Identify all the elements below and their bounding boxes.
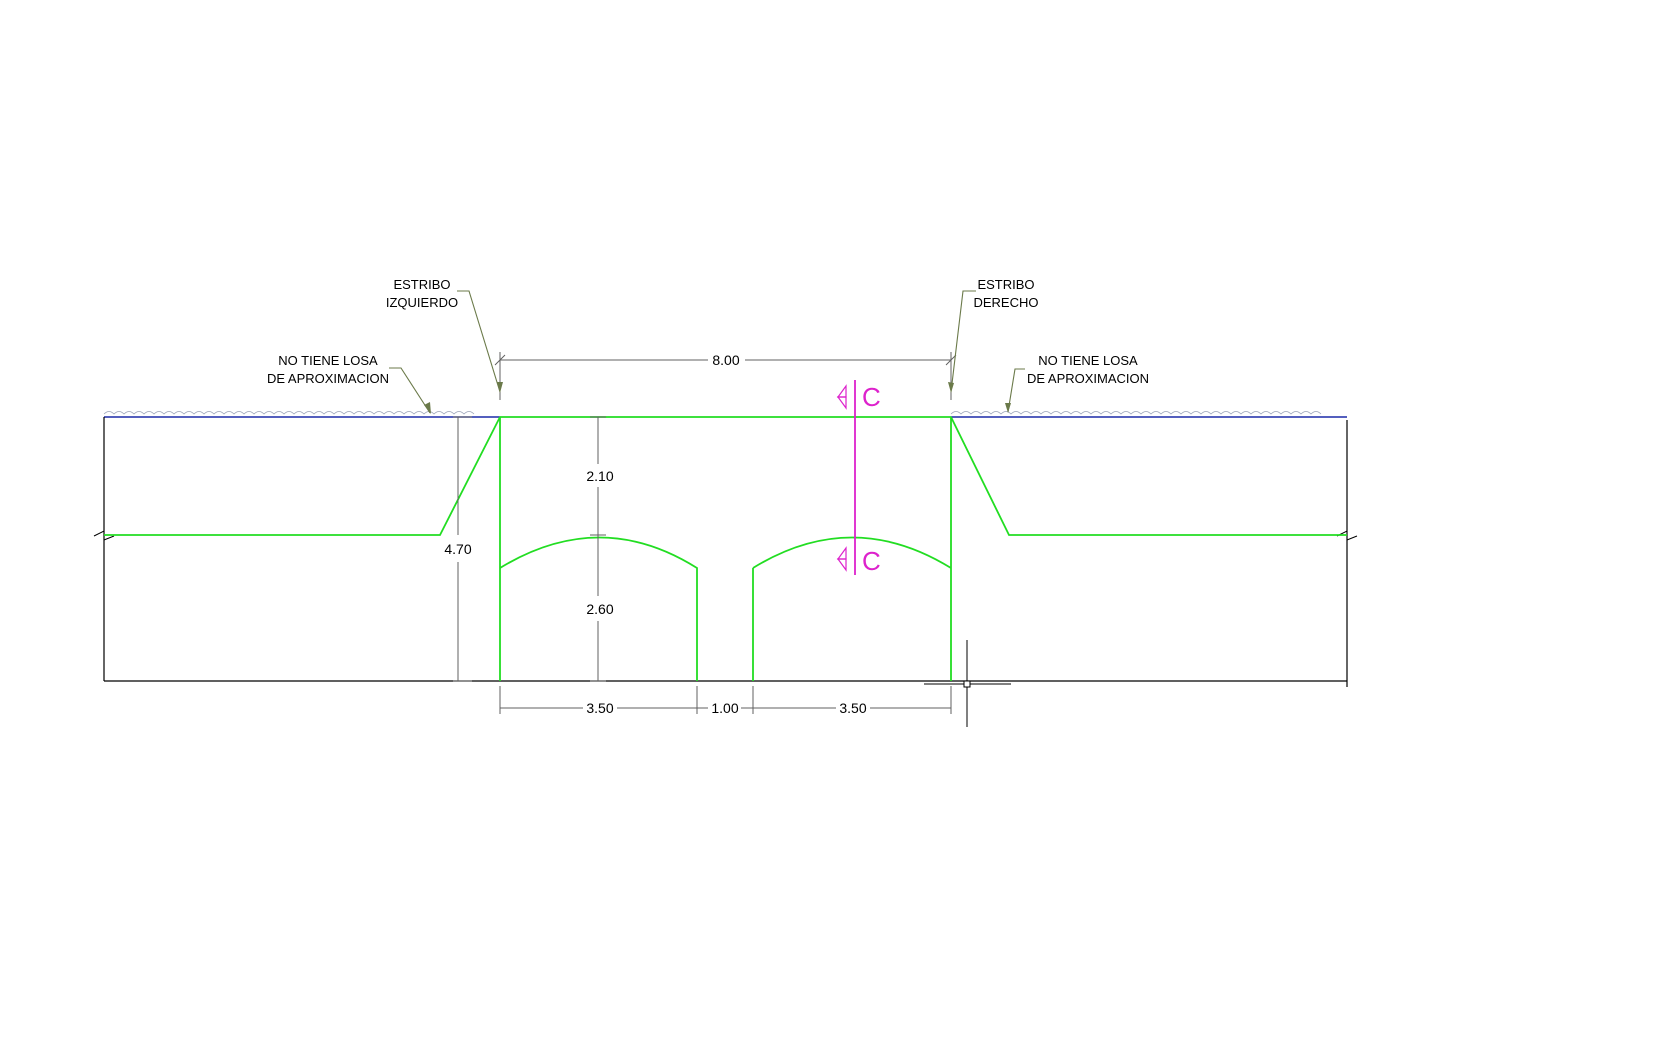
label-losa-left-2: DE APROXIMACION (267, 371, 389, 386)
left-abutment-embankment (104, 416, 501, 681)
label-estribo-izquierdo-1: ESTRIBO (393, 277, 450, 292)
centerline-arrow-top (836, 384, 847, 398)
ground-surface-right (950, 411, 1322, 415)
leader-losa-right (1007, 368, 1025, 413)
dim-upper-height: 2.10 (586, 468, 613, 484)
dim-height-total: 4.70 (444, 541, 471, 557)
leader-estribo-derecho (950, 290, 976, 393)
label-losa-left-1: NO TIENE LOSA (278, 353, 378, 368)
dim-lower-height: 2.60 (586, 601, 613, 617)
right-abutment-embankment (950, 416, 1347, 681)
label-estribo-derecho-1: ESTRIBO (977, 277, 1034, 292)
leaders (389, 290, 1025, 414)
dim-right-opening: 3.50 (839, 700, 866, 716)
centerline-arrow-bottom (836, 546, 847, 560)
label-losa-right-1: NO TIENE LOSA (1038, 353, 1138, 368)
label-estribo-izquierdo-2: IZQUIERDO (386, 295, 458, 310)
bridge-structure (104, 416, 1347, 681)
leader-losa-left (389, 367, 431, 414)
ground-surface-left (103, 411, 475, 415)
cursor-crosshair-icon (924, 640, 1011, 727)
dim-span-total: 8.00 (712, 352, 739, 368)
centerline-letter-top: C (862, 382, 881, 412)
dim-pier-width: 1.00 (711, 700, 738, 716)
centerline-arrow-bottom-2 (836, 558, 847, 572)
dim-left-opening: 3.50 (586, 700, 613, 716)
centerline-letter-bottom: C (862, 546, 881, 576)
centerline: C C (836, 380, 881, 576)
left-arch (499, 536, 698, 681)
right-arch (752, 536, 952, 569)
label-estribo-derecho-2: DERECHO (973, 295, 1038, 310)
label-losa-right-2: DE APROXIMACION (1027, 371, 1149, 386)
centerline-arrow-top-2 (836, 396, 847, 410)
leader-estribo-izquierdo (457, 290, 501, 393)
